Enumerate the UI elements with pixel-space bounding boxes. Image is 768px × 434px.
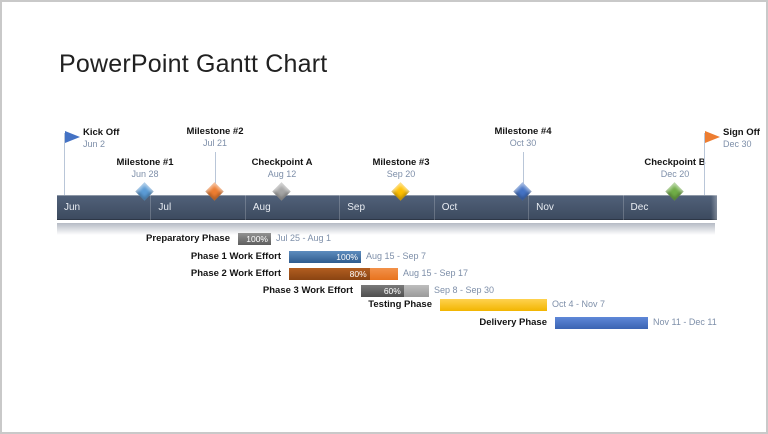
phase-1-work-effort-bar-complete: 100% xyxy=(289,251,361,263)
phase-1-work-effort-percent: 100% xyxy=(336,252,358,262)
preparatory-phase-dates: Jul 25 - Aug 1 xyxy=(276,233,332,243)
checkpoint-b-label: Checkpoint B xyxy=(644,157,706,168)
phase-2-work-effort-label: Phase 2 Work Effort xyxy=(190,268,281,279)
timeline-reflection-band xyxy=(57,223,715,235)
milestone-1-label: Milestone #1 xyxy=(116,157,174,168)
timeline-month-label: Aug xyxy=(244,195,339,220)
phase-3-work-effort-bar: 60% xyxy=(361,285,429,297)
delivery-phase-dates: Nov 11 - Dec 11 xyxy=(653,317,717,327)
phase-1-work-effort-label: Phase 1 Work Effort xyxy=(190,251,281,262)
sign-off-label: Sign Off xyxy=(723,127,760,138)
preparatory-phase-bar: 100% xyxy=(238,233,271,245)
phase-2-work-effort-bar-complete: 80% xyxy=(289,268,370,280)
phase-3-work-effort-bar-remaining xyxy=(403,285,429,297)
kick-off-date: Jun 2 xyxy=(83,139,106,149)
preparatory-phase-percent: 100% xyxy=(246,234,268,244)
checkpoint-b-date: Dec 20 xyxy=(660,169,690,179)
kick-off-flag-pole xyxy=(64,133,65,195)
milestone-3-label: Milestone #3 xyxy=(372,157,430,168)
sign-off-date: Dec 30 xyxy=(723,139,752,149)
page-title: PowerPoint Gantt Chart xyxy=(59,50,328,78)
kick-off-label: Kick Off xyxy=(83,127,120,138)
milestone-2-stem xyxy=(215,152,216,186)
checkpoint-a-date: Aug 12 xyxy=(267,169,297,179)
testing-phase-label: Testing Phase xyxy=(368,299,432,310)
kick-off-flag-icon xyxy=(65,131,80,143)
phase-1-work-effort-dates: Aug 15 - Sep 7 xyxy=(366,251,427,261)
phase-2-work-effort-dates: Aug 15 - Sep 17 xyxy=(403,268,469,278)
phase-3-work-effort-percent: 60% xyxy=(383,286,401,296)
milestone-4-date: Oct 30 xyxy=(509,138,537,148)
phase-2-work-effort-bar: 80% xyxy=(289,268,398,280)
checkpoint-a-label: Checkpoint A xyxy=(251,157,313,168)
timeline-month-label: Nov xyxy=(528,195,622,220)
milestone-2-date: Jul 21 xyxy=(202,138,228,148)
sign-off-flag-icon xyxy=(705,131,720,143)
delivery-phase-bar-complete xyxy=(555,317,648,329)
milestone-4-stem xyxy=(523,152,524,186)
phase-2-work-effort-percent: 80% xyxy=(349,269,367,279)
phase-3-work-effort-dates: Sep 8 - Sep 30 xyxy=(434,285,495,295)
testing-phase-dates: Oct 4 - Nov 7 xyxy=(552,299,606,309)
delivery-phase-bar xyxy=(555,317,648,329)
phase-3-work-effort-label: Phase 3 Work Effort xyxy=(262,285,353,296)
delivery-phase-label: Delivery Phase xyxy=(479,317,547,328)
timeline-month-label: Jul xyxy=(150,195,244,220)
preparatory-phase-bar-complete: 100% xyxy=(238,233,271,245)
timeline-month-label: Dec xyxy=(622,195,717,220)
milestone-2-label: Milestone #2 xyxy=(186,126,244,137)
milestone-1-date: Jun 28 xyxy=(131,169,159,179)
phase-1-work-effort-bar: 100% xyxy=(289,251,361,263)
milestone-3-date: Sep 20 xyxy=(386,169,416,179)
preparatory-phase-label: Preparatory Phase xyxy=(146,233,230,244)
milestone-4-label: Milestone #4 xyxy=(494,126,552,137)
timeline-month-label: Jun xyxy=(64,202,81,213)
timeline-month-label: Oct xyxy=(433,195,528,220)
sign-off-flag-pole xyxy=(704,133,705,195)
testing-phase-bar-complete xyxy=(440,299,547,311)
phase-2-work-effort-bar-remaining xyxy=(369,268,398,280)
testing-phase-bar xyxy=(440,299,547,311)
phase-3-work-effort-bar-complete: 60% xyxy=(361,285,404,297)
timeline-month-label: Sep xyxy=(339,195,433,220)
